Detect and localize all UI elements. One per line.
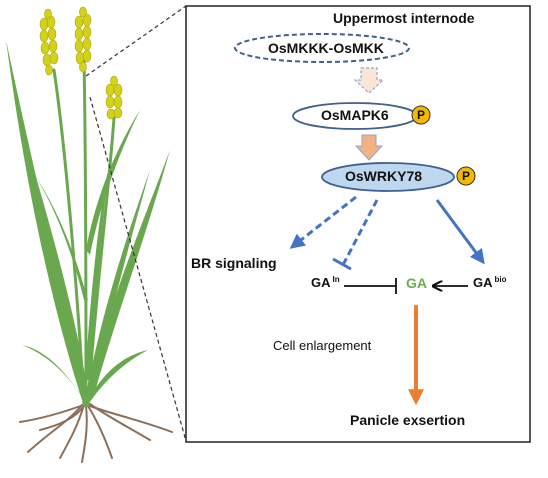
ga-in-superscript: In — [332, 275, 340, 284]
leaves — [6, 40, 170, 402]
inhibit-bar-ga-in — [332, 257, 352, 271]
panel-title: Uppermost internode — [333, 10, 475, 26]
detail-panel-border — [185, 5, 531, 443]
node-mapk6-label: OsMAPK6 — [321, 107, 389, 123]
phospho-badge-wrky78-circle — [456, 166, 476, 186]
phospho-badge-mapk6-circle — [411, 105, 431, 125]
arrow-wrky78-to-ga-bio — [435, 199, 485, 265]
zoom-line-top — [85, 5, 187, 77]
node-wrky78-label: OsWRKY78 — [345, 168, 423, 184]
roots — [19, 403, 173, 463]
rice-plant-illustration — [6, 6, 173, 463]
ga-bio-text: GA — [473, 275, 493, 290]
ga-bio-superscript: bio — [494, 275, 507, 284]
br-signaling-label: BR signaling — [191, 255, 277, 271]
arrow-wrky78-to-br-signaling — [289, 195, 357, 249]
grain-panicles — [39, 6, 123, 120]
panicle-exsertion-label: Panicle exsertion — [350, 412, 466, 428]
inhibit-wrky78-to-ga-in — [341, 199, 379, 266]
ga-label: GA — [406, 275, 427, 291]
phospho-badge-wrky78-label: P — [461, 169, 470, 183]
arrow-mkkk-to-mapk6 — [353, 67, 385, 94]
node-wrky78-ellipse — [321, 162, 455, 192]
ga-in-text: GA — [311, 275, 331, 290]
node-mkkk-ellipse — [234, 33, 410, 63]
arrow-mapk6-to-wrky78 — [354, 134, 384, 161]
node-mkkk-label: OsMKKK-OsMKK — [268, 40, 384, 56]
cell-enlargement-label: Cell enlargement — [273, 338, 372, 353]
zoom-line-bottom — [89, 96, 187, 442]
phospho-badge-mapk6-label: P — [416, 108, 425, 122]
